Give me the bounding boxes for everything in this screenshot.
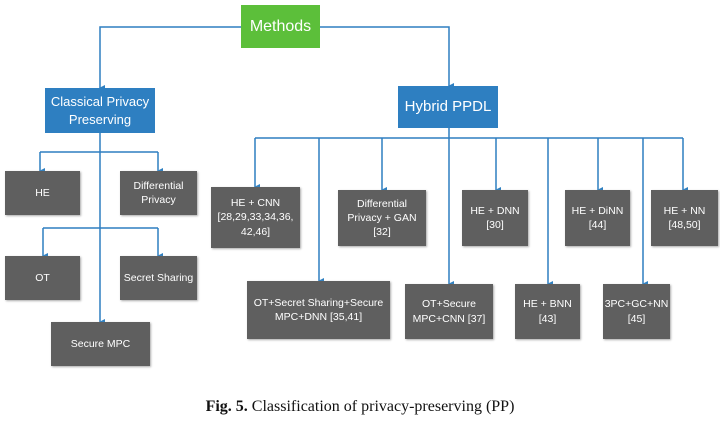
figure-caption: Fig. 5. Classification of privacy-preser…	[0, 398, 720, 416]
secret-sharing-node: Secret Sharing	[120, 256, 197, 300]
he-cnn-node: HE + CNN [28,29,33,34,36, 42,46]	[211, 187, 300, 248]
ot-ss-mpc-dnn-node: OT+Secret Sharing+Secure MPC+DNN [35,41]	[247, 281, 390, 339]
classical-privacy-node: Classical Privacy Preserving	[45, 88, 155, 133]
he-dnn-node: HE + DNN [30]	[462, 190, 528, 246]
he-nn-node: HE + NN [48,50]	[651, 190, 718, 246]
dp-gan-node: Differential Privacy + GAN [32]	[338, 190, 426, 246]
hybrid-ppdl-node: Hybrid PPDL	[398, 86, 498, 128]
he-node: HE	[5, 171, 80, 215]
ot-mpc-cnn-node: OT+Secure MPC+CNN [37]	[405, 284, 493, 339]
methods-node: Methods	[241, 5, 320, 48]
3pc-gc-nn-node: 3PC+GC+NN [45]	[603, 284, 670, 339]
he-bnn-node: HE + BNN [43]	[515, 284, 580, 339]
secure-mpc-node: Secure MPC	[51, 322, 150, 366]
caption-label: Fig. 5.	[205, 398, 248, 415]
differential-privacy-node: Differential Privacy	[120, 171, 197, 215]
ot-node: OT	[5, 256, 80, 300]
caption-text: Classification of privacy-preserving (PP…	[251, 398, 515, 415]
he-dinn-node: HE + DiNN [44]	[565, 190, 630, 246]
